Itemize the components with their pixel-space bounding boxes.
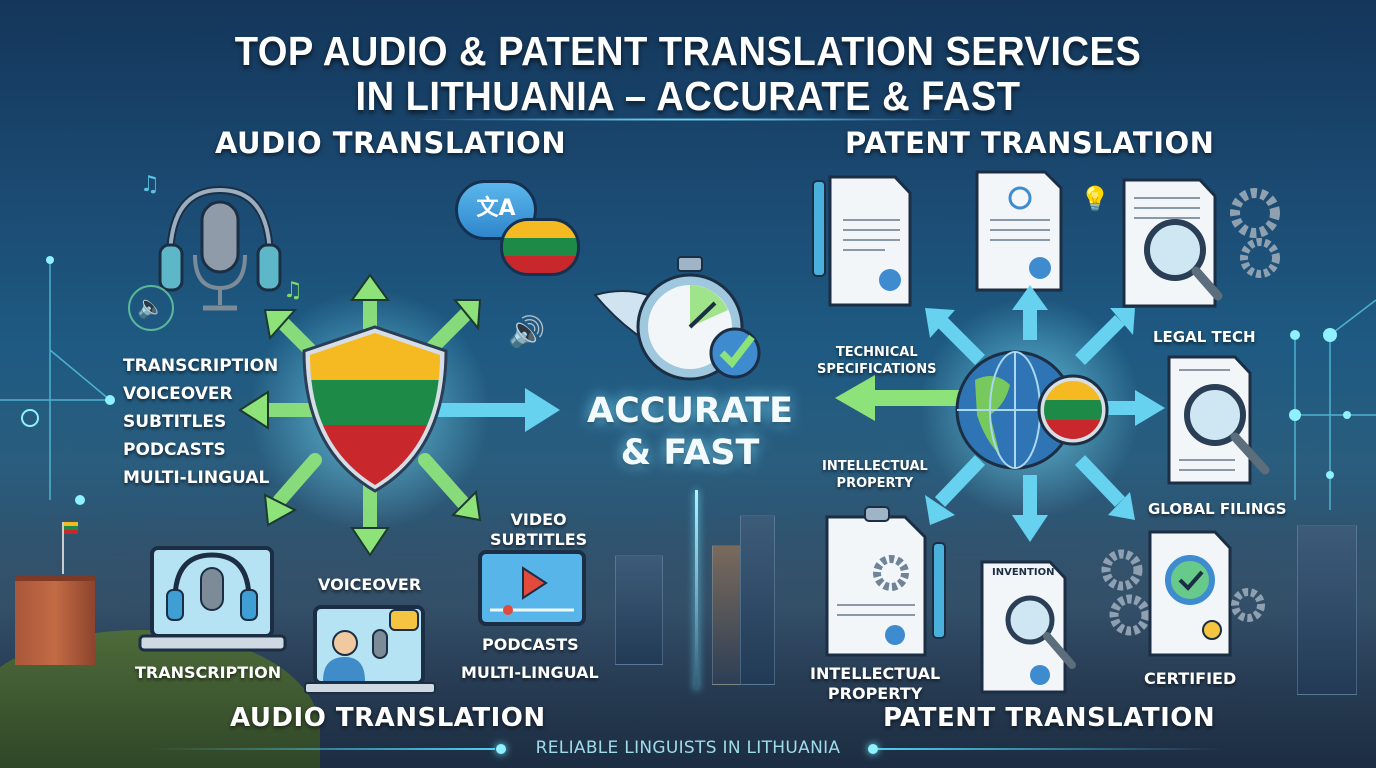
- intellectual-property-label: INTELLECTUAL PROPERTY: [822, 459, 928, 491]
- music-note-icon: ♫: [140, 172, 160, 197]
- headphones-microphone-icon: [158, 185, 282, 311]
- laptop-headphones-icon: [138, 546, 287, 652]
- document-map-magnifier-icon: [1167, 355, 1270, 485]
- flagpole: [62, 522, 64, 574]
- video-player-icon: [478, 550, 586, 626]
- laptop-voiceover-icon: [304, 605, 436, 694]
- patent-radial-arrows: [835, 285, 1165, 542]
- global-filings-label: GLOBAL FILINGS: [1148, 500, 1287, 518]
- video-subtitles-label: VIDEO SUBTITLES: [490, 510, 588, 549]
- clipboard-gear-document-icon: [825, 506, 946, 657]
- service-voiceover: VOICEOVER: [123, 384, 233, 404]
- stopwatch-check-icon: [593, 256, 761, 381]
- lithuania-flag-small-icon: [64, 522, 78, 534]
- page-title-line1: TOP AUDIO & PATENT TRANSLATION SERVICES: [234, 28, 1142, 74]
- patent-translation-heading: PATENT TRANSLATION: [845, 126, 1215, 160]
- lithuania-shield-icon: [302, 325, 448, 493]
- gediminas-tower-icon: [15, 575, 95, 665]
- speaker-icon: 🔈: [128, 285, 174, 331]
- voiceover-label: VOICEOVER: [318, 575, 422, 594]
- audio-translation-heading-bottom: AUDIO TRANSLATION: [230, 703, 546, 733]
- service-transcription: TRANSCRIPTION: [123, 356, 279, 376]
- patent-translation-heading-bottom: PATENT TRANSLATION: [883, 703, 1216, 733]
- footer-line-right: [878, 748, 1223, 750]
- footer-line-left: [150, 748, 495, 750]
- title-glow-divider: [420, 118, 960, 121]
- invention-document-icon: [980, 560, 1076, 694]
- footer-dot-left: [496, 744, 506, 754]
- multilingual-label: MULTI-LINGUAL: [461, 663, 599, 682]
- skyscraper: [615, 555, 663, 665]
- legal-tech-label: LEGAL TECH: [1153, 328, 1256, 346]
- lightbulb-icon: 💡: [1080, 185, 1110, 213]
- page-title-line2: IN LITHUANIA – ACCURATE & FAST: [355, 73, 1021, 119]
- service-podcasts: PODCASTS: [123, 440, 226, 460]
- certified-label: CERTIFIED: [1144, 669, 1237, 688]
- document-magnifier-icon: [1122, 178, 1280, 308]
- audio-service-list: TRANSCRIPTION VOICEOVER SUBTITLES PODCAS…: [123, 352, 278, 492]
- light-beam: [695, 490, 698, 690]
- intellectual-property-bottom-label: INTELLECTUAL PROPERTY: [810, 664, 941, 703]
- service-subtitles: SUBTITLES: [123, 412, 227, 432]
- footer-dot-right: [868, 744, 878, 754]
- translate-bubble-icon: 文A: [455, 180, 537, 240]
- technical-specifications-label: TECHNICAL SPECIFICATIONS: [817, 345, 937, 377]
- certificate-document-icon: [812, 175, 912, 307]
- podcasts-label: PODCASTS: [482, 635, 579, 654]
- skyscraper: [1297, 525, 1357, 695]
- speaker-volume-icon: 🔊: [508, 315, 546, 350]
- signed-document-icon: [975, 170, 1063, 292]
- service-multilingual: MULTI-LINGUAL: [123, 468, 270, 488]
- accurate-fast-label: ACCURATE & FAST: [587, 391, 793, 473]
- skyscraper: [740, 515, 775, 685]
- lithuania-flag-bubble-icon: [500, 218, 580, 276]
- footer-tagline: RELIABLE LINGUISTS IN LITHUANIA: [535, 738, 841, 758]
- audio-translation-heading: AUDIO TRANSLATION: [215, 126, 567, 160]
- music-note-icon: ♫: [283, 278, 303, 303]
- invention-label: INVENTION: [992, 567, 1055, 578]
- skyscraper: [712, 545, 744, 685]
- globe-lithuania-icon: [955, 350, 1109, 470]
- certified-document-icon: [1101, 530, 1265, 657]
- transcription-label: TRANSCRIPTION: [135, 663, 282, 682]
